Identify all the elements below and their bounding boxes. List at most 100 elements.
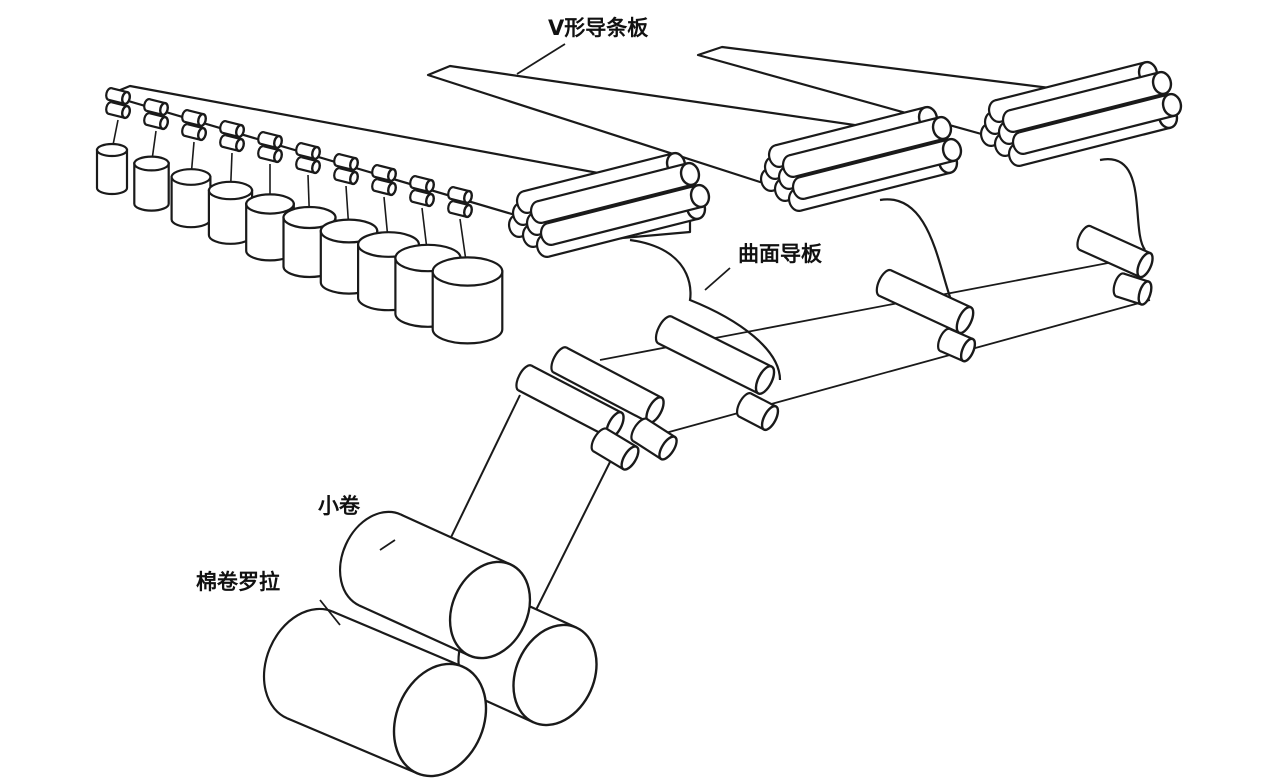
cylinder-edge (542, 183, 693, 224)
cylinder-front-end (311, 159, 321, 175)
cylinder-edge (187, 123, 204, 130)
cylinder-front-end (392, 662, 488, 778)
lower-roller (515, 364, 625, 439)
cylinder-edge (632, 440, 662, 460)
cylinder-fill (658, 316, 772, 394)
cylinder-edge (222, 131, 239, 138)
cylinder-front-end (463, 189, 473, 205)
drafting-roller-bottom (295, 156, 321, 175)
lower-roller (735, 392, 780, 432)
cylinder-edge (301, 142, 318, 149)
cylinder-edge (146, 123, 163, 130)
drafting-roller-bottom (181, 123, 207, 142)
drafting-roller-top (295, 142, 321, 161)
cylinder-edge (412, 200, 429, 207)
cylinder-edge (450, 197, 467, 204)
drafting-roller-bottom (143, 112, 169, 131)
drafting-roller-top (181, 109, 207, 128)
cylinder-edge (412, 186, 429, 193)
cylinder-edge (184, 120, 201, 127)
cylinder-front-end (689, 183, 711, 209)
calender-roller-bundle-2 (791, 137, 963, 200)
cylinder-front-end (197, 126, 207, 142)
drafting-roller-top (143, 98, 169, 117)
sliver-can (95, 142, 129, 196)
cylinder-front-end (349, 170, 359, 186)
cylinder-front-end (311, 145, 321, 161)
drafting-roller-bottom (409, 189, 435, 208)
lower-roller (590, 427, 640, 471)
cylinder-front-end (1137, 280, 1153, 306)
cylinder-fill (799, 139, 955, 199)
cylinder-edge (1014, 92, 1165, 133)
lower-roller (630, 417, 678, 461)
cylinder-edge (374, 175, 391, 182)
cylinder-front-end (425, 192, 435, 208)
cylinder-edge (552, 371, 649, 424)
cylinder-edge (995, 61, 1146, 102)
cylinder-fill (1009, 72, 1165, 132)
sliver-can (245, 193, 295, 262)
sliver-can (207, 180, 254, 245)
cylinder-front-end (159, 101, 169, 117)
cylinder-edge (878, 294, 960, 334)
cylinder-edge (738, 415, 765, 431)
v-guide-plate-leader (516, 43, 566, 75)
cylinder-edge (548, 217, 699, 258)
cylinder-edge (187, 109, 204, 116)
drafting-roller-top (105, 87, 131, 106)
small-lap (338, 510, 532, 660)
cylinder-front-end (1151, 70, 1173, 96)
cylinder-edge (263, 145, 280, 152)
cylinder-edge (111, 87, 128, 94)
label-small-lap: 小卷 (318, 494, 360, 518)
cylinder-edge (949, 327, 974, 341)
cylinder-edge (450, 211, 467, 218)
cylinder-edge (518, 389, 610, 439)
cylinder-front-end (235, 123, 245, 139)
cylinder-front-end (463, 203, 473, 219)
cylinder-edge (332, 610, 464, 668)
curved-guide-plate-1 (629, 238, 782, 381)
drafting-roller-bottom (333, 167, 359, 186)
cylinder-edge (750, 392, 777, 408)
cylinder-edge (1024, 114, 1175, 155)
cylinder-fill (553, 347, 662, 423)
lower-roller (875, 268, 975, 335)
cylinder-edge (1079, 248, 1141, 278)
drafting-roller-top (257, 131, 283, 150)
cylinder-front-end (273, 134, 283, 150)
cylinder-fill (789, 117, 945, 177)
lower-roller (937, 327, 977, 363)
label-lap-roller: 棉卷罗拉 (196, 570, 280, 594)
calender-roller-bundle-3 (1001, 70, 1173, 133)
cylinder-edge (804, 159, 955, 200)
lower-roller (1076, 224, 1154, 279)
drafting-roller-top (219, 120, 245, 139)
cylinder-edge (298, 167, 315, 174)
cylinder-edge (301, 156, 318, 163)
cylinder-edge (453, 200, 470, 207)
cylinder-front-end (235, 137, 245, 153)
cylinder-edge (339, 167, 356, 174)
cylinder-edge (263, 131, 280, 138)
cylinder-edge (592, 450, 624, 471)
cylinder-front-end (620, 445, 640, 471)
cylinder-fill (547, 185, 703, 245)
lower-roller (550, 346, 665, 424)
cylinder-edge (775, 106, 926, 147)
cylinder-front-end (679, 161, 701, 187)
can-body (431, 270, 504, 345)
label-v-guide-plate: V形导条板 (548, 16, 649, 40)
cylinder-edge (890, 269, 972, 309)
can-top (207, 180, 254, 201)
cylinder-edge (358, 604, 470, 657)
cylinder-front-end (1136, 251, 1154, 279)
cylinder-edge (260, 142, 277, 149)
cylinder-edge (336, 164, 353, 171)
cylinder-edge (377, 178, 394, 185)
cylinder-edge (415, 189, 432, 196)
cylinder-fill (518, 365, 622, 438)
cylinder-edge (1009, 71, 1160, 112)
drafting-roller-top (371, 164, 397, 183)
